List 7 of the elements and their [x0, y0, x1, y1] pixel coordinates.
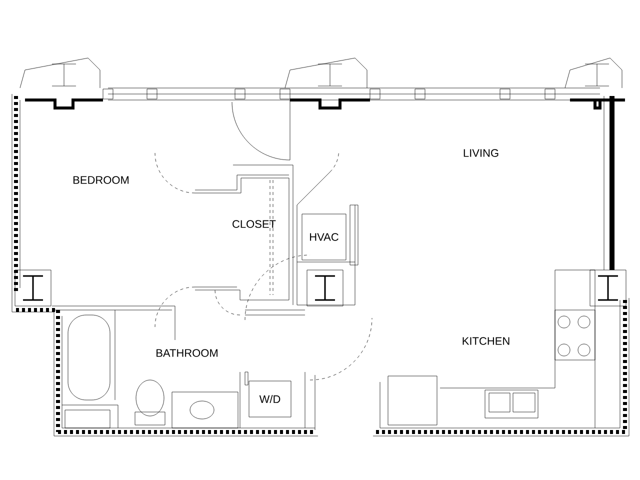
room-label: CLOSET	[232, 220, 276, 228]
room-label: BEDROOM	[74, 176, 128, 184]
appliance-box: HVAC	[302, 214, 346, 260]
room-label: BATHROOM	[156, 349, 218, 357]
room-label: KITCHEN	[462, 337, 510, 345]
room-label: LIVING	[464, 149, 498, 157]
appliance-box: W/D	[248, 380, 292, 418]
